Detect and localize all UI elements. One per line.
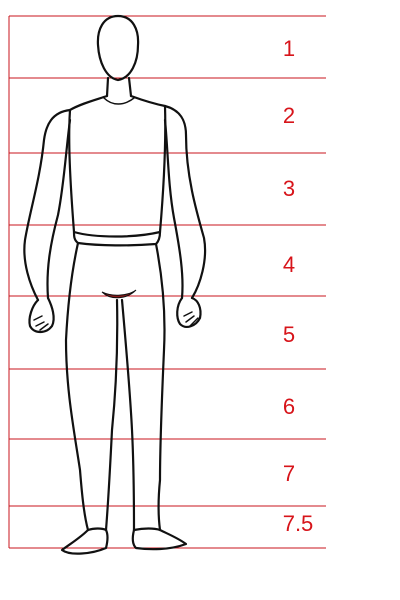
torso-outline (69, 96, 165, 232)
male-figure-drawing (24, 16, 205, 554)
right-hand-outline (177, 298, 200, 327)
head-unit-label: 6 (283, 394, 295, 419)
head-outline (98, 16, 138, 80)
head-unit-label: 3 (283, 176, 295, 201)
head-unit-label: 7.5 (283, 511, 314, 536)
left-foot-outline (62, 530, 108, 554)
left-arm-outline (24, 110, 70, 300)
pants-outline (66, 243, 165, 530)
left-hand-fingers (34, 316, 48, 330)
head-unit-guide-lines (9, 16, 326, 548)
head-unit-label: 7 (283, 461, 295, 486)
crotch-detail (102, 290, 136, 298)
pants-cuffs (88, 529, 160, 531)
head-unit-label: 2 (283, 103, 295, 128)
head-unit-label: 5 (283, 322, 295, 347)
right-arm-outline (165, 106, 205, 298)
head-unit-label: 1 (283, 36, 295, 61)
waistband-outline (74, 232, 160, 245)
left-hand-outline (29, 298, 53, 332)
head-unit-label: 4 (283, 252, 295, 277)
right-foot-outline (133, 530, 186, 549)
neckline-outline (104, 98, 134, 104)
head-unit-labels: 1 2 3 4 5 6 7 7.5 (283, 36, 314, 536)
